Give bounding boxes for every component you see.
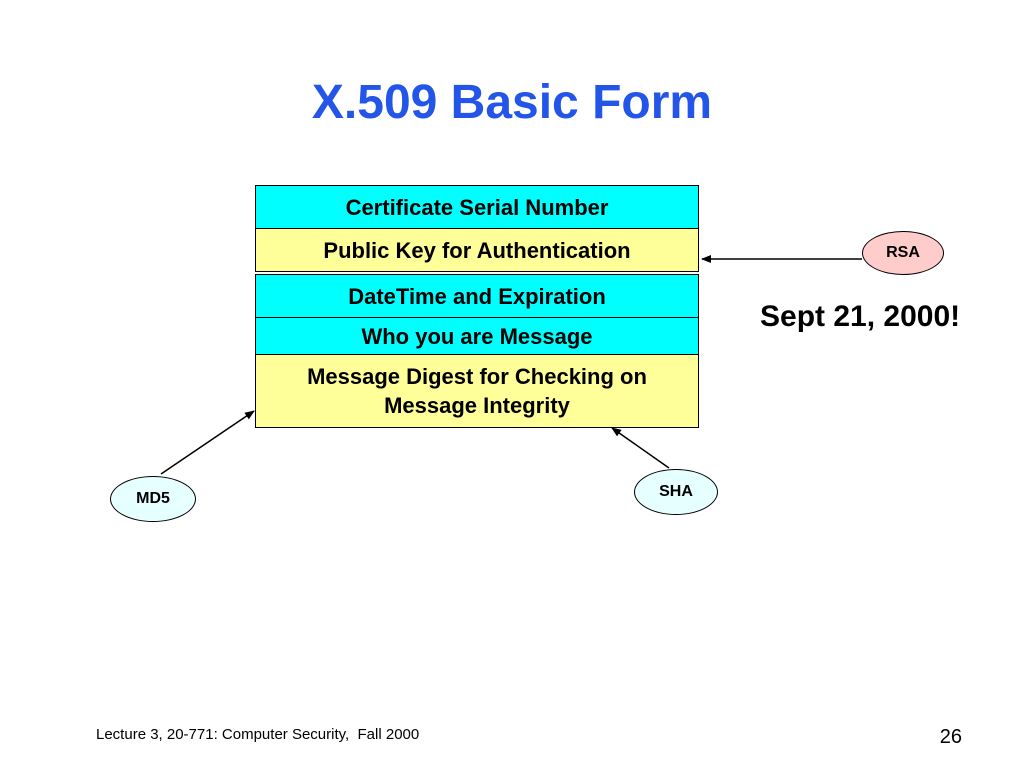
field-public-key: Public Key for Authentication	[255, 228, 699, 272]
field-datetime-expiration: DateTime and Expiration	[255, 274, 699, 318]
page-number: 26	[939, 726, 962, 748]
sha-oval: SHA	[634, 469, 718, 515]
md5-arrow	[160, 410, 255, 475]
field-certificate-serial-number: Certificate Serial Number	[255, 185, 699, 229]
md5-oval: MD5	[110, 476, 196, 522]
sha-arrow	[611, 427, 670, 469]
rsa-oval: RSA	[862, 231, 944, 275]
field-message-digest: Message Digest for Checking on Message I…	[255, 354, 699, 428]
slide-title: X.509 Basic Form	[311, 76, 713, 129]
field-who-you-are: Who you are Message	[255, 317, 699, 355]
footer-text: Lecture 3, 20-771: Computer Security, Fa…	[96, 726, 420, 743]
date-note: Sept 21, 2000!	[760, 300, 961, 333]
